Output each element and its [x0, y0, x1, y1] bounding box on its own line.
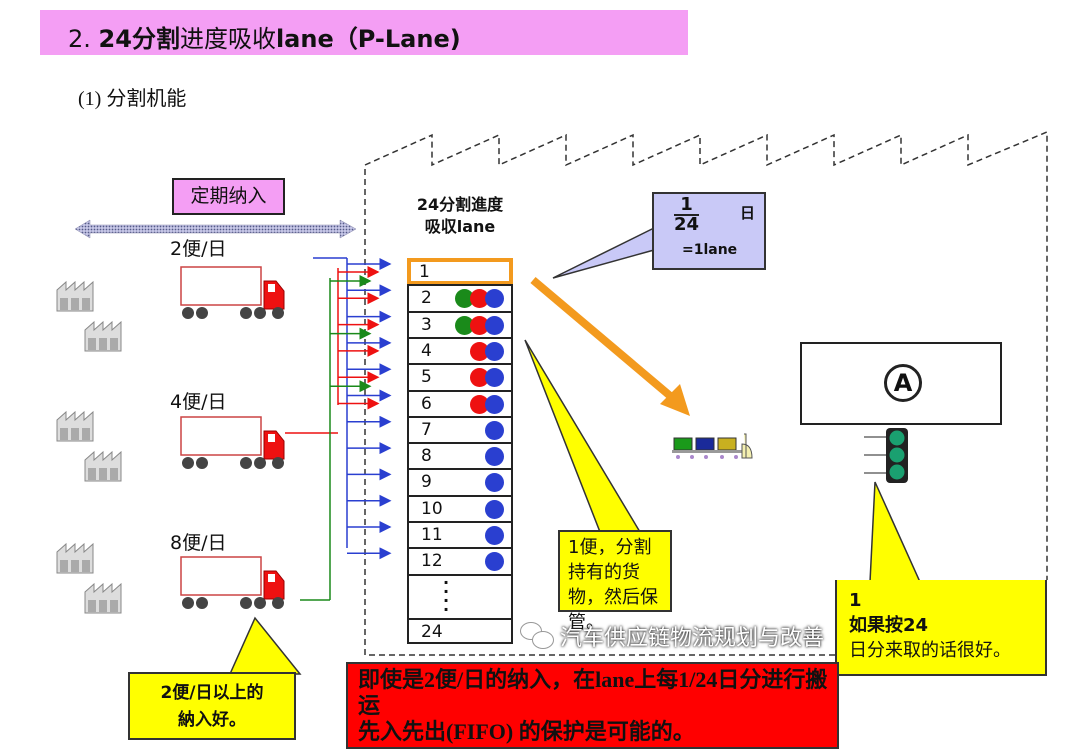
cargo-dot — [485, 552, 504, 572]
cargo-dot — [470, 368, 489, 388]
factory-icon — [56, 410, 94, 442]
wechat-icon — [520, 622, 554, 650]
watermark: 汽车供应链物流规划与改善 — [520, 620, 824, 652]
factory-icon — [56, 280, 94, 312]
cart-icon — [672, 433, 753, 459]
lane-5: 5 — [407, 363, 513, 391]
orange-arrow-head — [660, 384, 690, 416]
truck-frequency: 8便/日 — [170, 532, 227, 554]
lane-number: 8 — [421, 446, 432, 467]
lane-title: 24分割進度吸収lane — [416, 195, 504, 236]
callout-pickup: 1 如果按24 日分来取的话很好。 — [835, 580, 1047, 676]
factory-icon — [84, 450, 122, 482]
callout-pointer — [552, 226, 655, 279]
lane-number: 2 — [421, 288, 432, 309]
lane-3: 3 — [407, 310, 513, 338]
cargo-dot — [455, 289, 474, 309]
cargo-dot — [485, 341, 504, 361]
delivery-label: 定期纳入 — [172, 178, 285, 215]
cargo-dot — [485, 289, 504, 309]
lane-24: 24 — [407, 618, 513, 644]
cargo-dot — [485, 473, 504, 493]
cargo-dot — [485, 526, 504, 545]
station-box: A — [800, 342, 1002, 425]
lane-number: 11 — [421, 525, 443, 545]
cargo-dot — [485, 420, 504, 440]
lane-number: 9 — [421, 472, 432, 493]
cargo-dot — [485, 315, 504, 335]
factory-icon — [84, 320, 122, 352]
factory-outline — [364, 130, 1048, 656]
cargo-dot — [485, 499, 504, 519]
lane-11: 11 — [407, 521, 513, 548]
lane-number: 12 — [421, 551, 443, 572]
callout-hold-goods: 1便，分割持有的货物，然后保管。 — [558, 530, 672, 633]
factory-icon — [84, 582, 122, 614]
lane-number: 4 — [421, 340, 432, 361]
lane-number: 3 — [421, 314, 432, 335]
truck-frequency: 4便/日 — [170, 391, 227, 413]
cargo-dot — [470, 341, 489, 361]
lane-number: 7 — [421, 419, 432, 440]
lane-gap: ···· — [407, 574, 513, 618]
cargo-dot — [470, 315, 489, 335]
callout-delivery-note: 2便/日以上的納入好。 — [128, 672, 296, 740]
truck-icon — [180, 556, 285, 609]
section-title: 2. 24分割进度吸收lane（P-Lane) — [40, 10, 688, 55]
cargo-dot — [470, 289, 489, 309]
lane-number: 6 — [421, 393, 432, 414]
traffic-light-icon — [864, 428, 908, 483]
cargo-dot — [485, 394, 504, 414]
truck-icon — [180, 416, 285, 469]
truck-frequency: 2便/日 — [170, 238, 227, 260]
cargo-dot — [470, 394, 489, 414]
cargo-dot — [485, 368, 504, 388]
double-arrow — [74, 219, 357, 239]
lane-2: 2 — [407, 284, 513, 312]
lane-9: 9 — [407, 468, 513, 496]
lane-4: 4 — [407, 336, 513, 364]
cargo-dot — [485, 447, 504, 467]
lane-10: 10 — [407, 494, 513, 522]
subsection-title: (1) 分割机能 — [78, 88, 187, 110]
factory-icon — [56, 542, 94, 574]
conclusion-banner: 即使是2便/日的纳入，在lane上每1/24日分进行搬运先入先出(FIFO) 的… — [346, 662, 839, 749]
cargo-dot — [455, 315, 474, 335]
station-label: A — [884, 364, 922, 402]
lane-1: 1 — [407, 258, 513, 285]
lane-number: 5 — [421, 367, 432, 388]
lane-12: 12 — [407, 547, 513, 575]
lane-number: 1 — [419, 262, 430, 282]
lane-number: 10 — [421, 498, 443, 519]
lane-8: 8 — [407, 442, 513, 470]
truck-icon — [180, 266, 285, 319]
lane-6: 6 — [407, 389, 513, 417]
lane-7: 7 — [407, 415, 513, 443]
